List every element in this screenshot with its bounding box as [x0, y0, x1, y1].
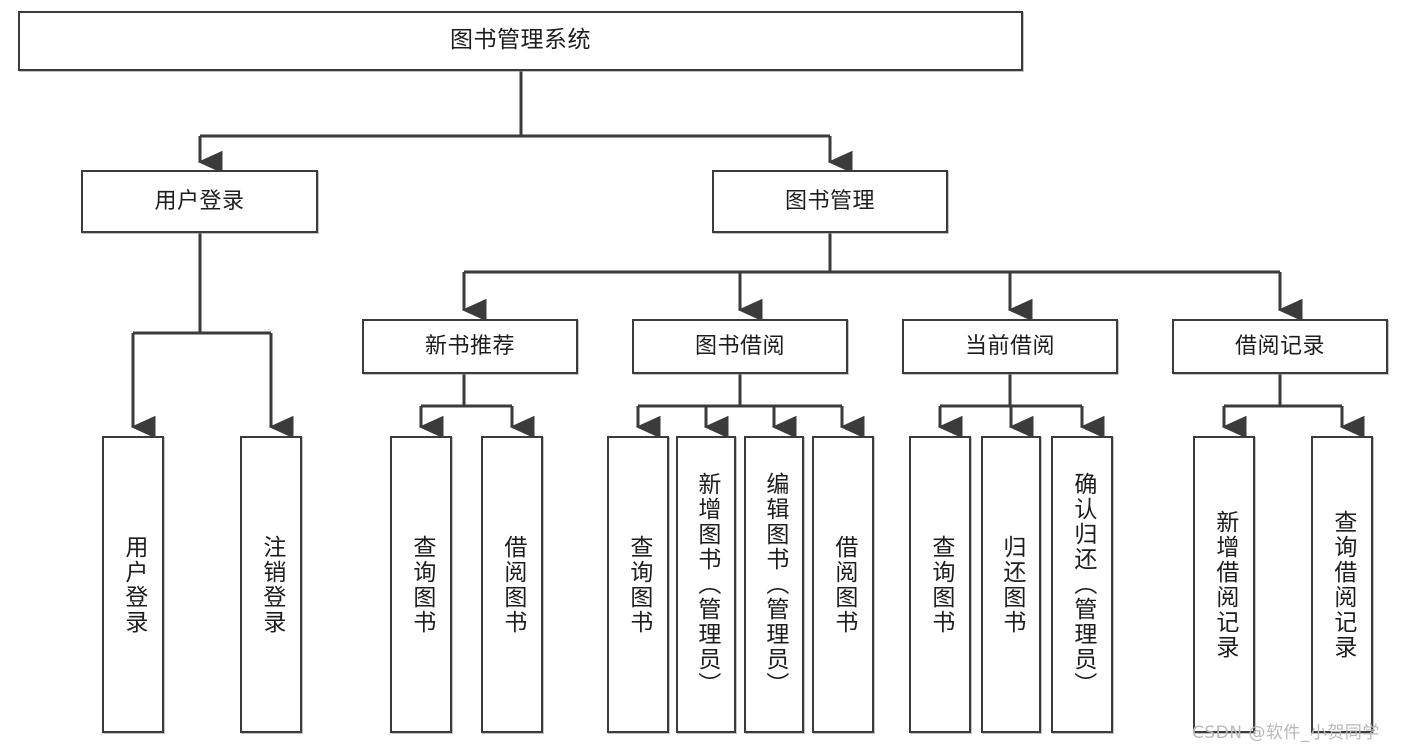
leaf-borrow-query-book[interactable]: 查询图书	[607, 436, 669, 733]
leaf-user-login-login[interactable]: 用户登录	[102, 436, 164, 733]
node-book-management[interactable]: 图书管理	[712, 170, 948, 233]
node-new-book-recommend-label: 新书推荐	[424, 333, 515, 359]
node-current-borrow[interactable]: 当前借阅	[902, 319, 1118, 374]
leaf-borrow-query-book-label: 查询图书	[625, 534, 652, 635]
node-book-borrow[interactable]: 图书借阅	[632, 319, 848, 374]
node-book-management-label: 图书管理	[784, 188, 875, 214]
leaf-new-book-borrow-label: 借阅图书	[499, 534, 526, 635]
node-user-login-label: 用户登录	[154, 188, 245, 214]
leaf-record-add-label: 新增借阅记录	[1211, 509, 1238, 660]
leaf-current-query-book[interactable]: 查询图书	[909, 436, 971, 733]
node-borrow-record-label: 借阅记录	[1234, 333, 1325, 359]
node-borrow-record[interactable]: 借阅记录	[1172, 319, 1388, 374]
leaf-new-book-borrow[interactable]: 借阅图书	[481, 436, 543, 733]
node-user-login[interactable]: 用户登录	[81, 170, 318, 233]
leaf-borrow-edit-book-label: 编辑图书（管理员）	[761, 472, 788, 697]
leaf-borrow-add-book[interactable]: 新增图书（管理员）	[676, 436, 736, 733]
leaf-borrow-borrow-book[interactable]: 借阅图书	[812, 436, 874, 733]
leaf-user-login-logout-label: 注销登录	[258, 534, 285, 635]
leaf-current-confirm-return[interactable]: 确认归还（管理员）	[1051, 436, 1113, 733]
node-root[interactable]: 图书管理系统	[18, 11, 1023, 71]
leaf-user-login-login-label: 用户登录	[120, 534, 147, 635]
leaf-record-add[interactable]: 新增借阅记录	[1193, 436, 1255, 733]
leaf-record-query-label: 查询借阅记录	[1329, 509, 1356, 660]
leaf-borrow-borrow-book-label: 借阅图书	[830, 534, 857, 635]
node-new-book-recommend[interactable]: 新书推荐	[362, 319, 578, 374]
leaf-record-query[interactable]: 查询借阅记录	[1311, 436, 1373, 733]
node-book-borrow-label: 图书借阅	[694, 333, 785, 359]
leaf-user-login-logout[interactable]: 注销登录	[240, 436, 302, 733]
leaf-new-book-query-label: 查询图书	[408, 534, 435, 635]
leaf-current-return-book[interactable]: 归还图书	[981, 436, 1041, 733]
leaf-current-query-book-label: 查询图书	[927, 534, 954, 635]
leaf-borrow-edit-book[interactable]: 编辑图书（管理员）	[744, 436, 804, 733]
leaf-new-book-query[interactable]: 查询图书	[390, 436, 452, 733]
node-root-label: 图书管理系统	[450, 27, 591, 54]
leaf-borrow-add-book-label: 新增图书（管理员）	[693, 472, 720, 697]
leaf-current-confirm-return-label: 确认归还（管理员）	[1069, 472, 1096, 697]
node-current-borrow-label: 当前借阅	[964, 333, 1055, 359]
leaf-current-return-book-label: 归还图书	[998, 534, 1025, 635]
